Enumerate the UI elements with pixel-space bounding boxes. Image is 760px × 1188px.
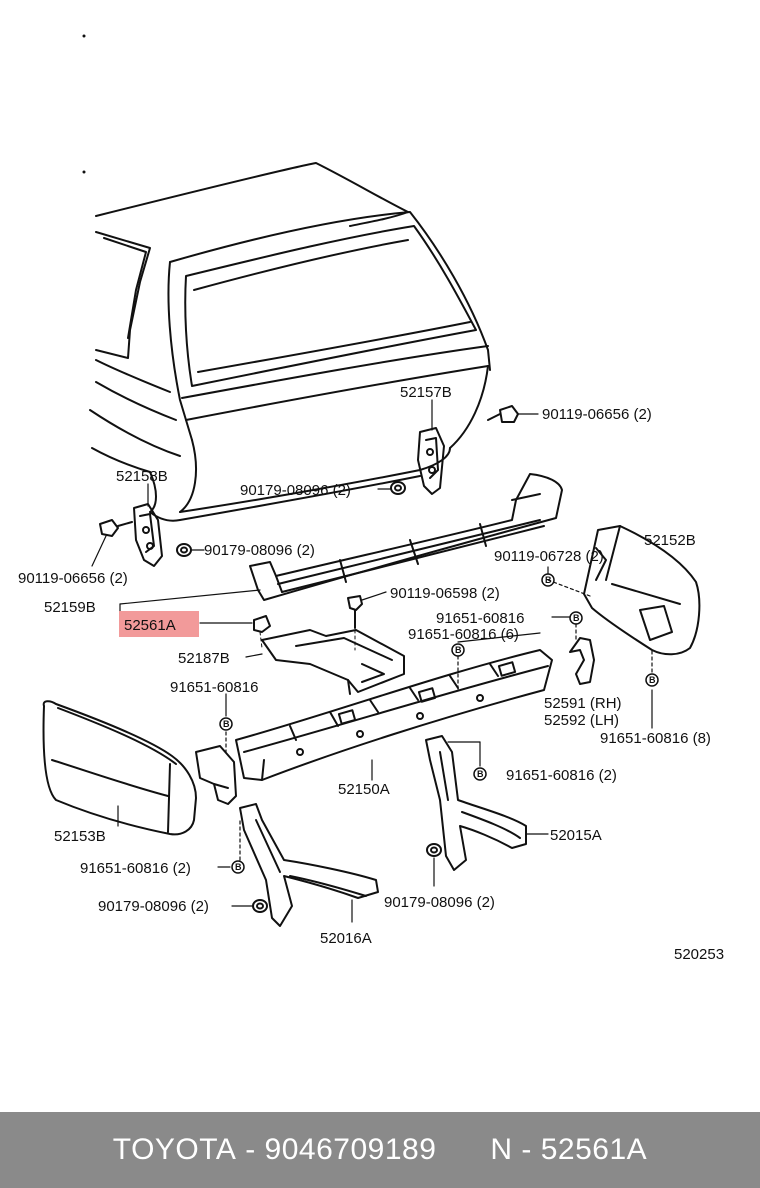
nut-icon [426,843,442,887]
callout-label: 52592 (LH) [544,712,619,729]
washer-b-icon: B [451,643,465,657]
callout-label: 90119-06656 (2) [542,406,652,423]
bracket-52158b [133,503,163,567]
callout-label: 90119-06656 (2) [18,570,128,587]
callout-label: 90179-08096 (2) [240,482,351,499]
footer-separator: - [236,1133,265,1166]
callout-label: 90179-08096 (2) [98,898,209,915]
washer-b-icon: B [231,860,245,874]
exploded-parts-diagram: 52157B 90119-06656 (2) 52158B 90179-0809… [18,34,724,963]
bracket-52016a [239,803,379,927]
callout-label-highlighted: 52561A [124,617,176,634]
diagram-number: 520253 [674,946,724,963]
bumper-end-52153b [42,700,197,836]
bolt-icon [487,405,539,423]
callout-label: 52153B [54,828,106,845]
callout-label: 52152B [644,532,696,549]
reinforcement-52150a [235,649,553,781]
step-pad-52159b [249,473,563,601]
nut-icon [176,543,205,557]
callout-label: 91651-60816 (6) [408,626,519,643]
callout-label: 52015A [550,827,602,844]
callout-label: 91651-60816 (8) [600,730,711,747]
washer-b-icon: B [645,673,659,687]
retainer-52187b [245,629,405,695]
callout-label: 52016A [320,930,372,947]
svg-text:B: B [545,575,552,585]
svg-text:B: B [477,769,484,779]
footer-ref-code: 52561A [540,1133,648,1166]
bracket-52015a [425,735,549,871]
side-mount-bracket [195,745,237,805]
callout-label: 52591 (RH) [544,695,622,712]
clip-52561a [199,615,271,649]
bolt-icon [347,591,387,651]
bracket-52157b [417,427,445,495]
callout-label: 52187B [178,650,230,667]
callout-label: 52158B [116,468,168,485]
footer-separator-2: - [512,1133,541,1166]
callout-label: 91651-60816 [436,610,524,627]
washer-badges: B B B B B B B [219,573,659,874]
highlight-box [119,611,199,637]
callout-label: 90119-06728 (2) [494,548,604,565]
vehicle-body-outline [89,162,491,522]
svg-text:B: B [455,645,462,655]
callout-label: 91651-60816 [170,679,258,696]
leader-lines [117,399,653,868]
footer-part-number: 9046709189 [264,1133,437,1166]
callout-label: 90179-08096 (2) [204,542,315,559]
callout-label: 90179-08096 (2) [384,894,495,911]
callout-label: 52157B [400,384,452,401]
nut-icon [231,899,268,913]
footer-bar: TOYOTA - 9046709189 N - 52561A [0,1112,760,1188]
svg-text:B: B [223,719,230,729]
svg-text:B: B [573,613,580,623]
callout-label: 52159B [44,599,96,616]
bracket-52591 [569,637,595,685]
callout-label: 90119-06598 (2) [390,585,500,602]
callout-label: 52150A [338,781,390,798]
footer-brand: TOYOTA [112,1133,237,1166]
washer-b-icon: B [569,611,583,625]
washer-b-icon: B [219,717,233,731]
bumper-end-52152b [583,525,701,656]
nut-icon [377,481,406,495]
bolt-icon [91,519,133,567]
footer-ref-prefix: N [490,1133,513,1166]
svg-text:B: B [235,862,242,872]
callout-label: 91651-60816 (2) [506,767,617,784]
callout-label: 91651-60816 (2) [80,860,191,877]
callout-labels: 52157B 90119-06656 (2) 52158B 90179-0809… [18,384,724,963]
svg-text:B: B [649,675,656,685]
washer-b-icon: B [473,767,487,781]
washer-b-icon: B [541,573,555,587]
